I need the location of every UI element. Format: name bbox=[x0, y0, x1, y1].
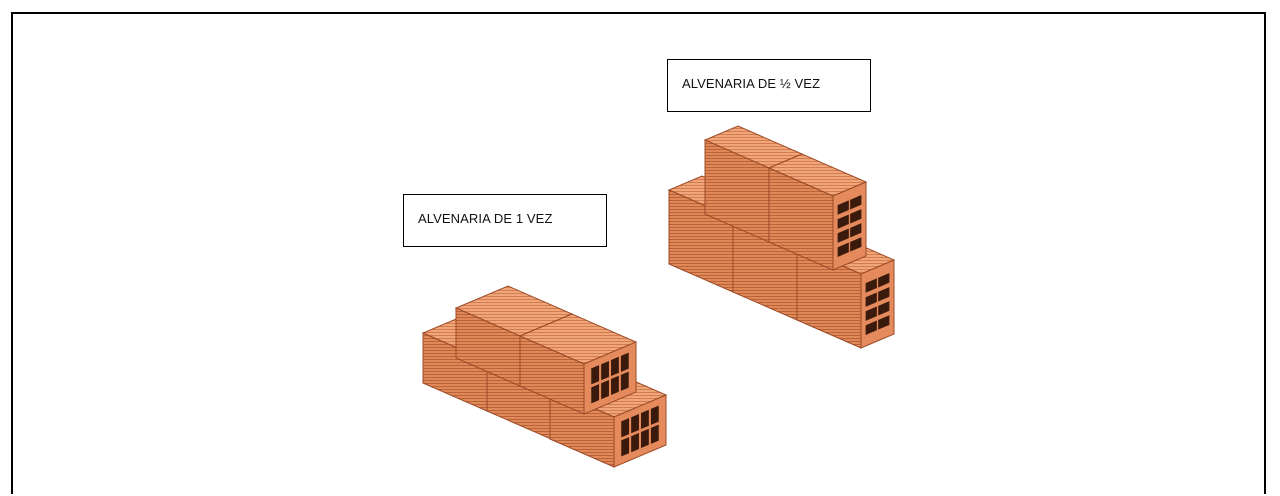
brick-hole bbox=[865, 278, 877, 293]
brick-hole bbox=[620, 352, 629, 372]
brick-hole bbox=[878, 287, 890, 302]
brick-hole bbox=[641, 428, 649, 449]
label-one-brick-wall: ALVENARIA DE 1 VEZ bbox=[403, 194, 607, 247]
brick-hole bbox=[865, 292, 877, 307]
brick-hole bbox=[611, 356, 619, 377]
brick-hole bbox=[850, 223, 862, 238]
brick-hole bbox=[650, 405, 659, 425]
brick-hole bbox=[601, 379, 609, 400]
brick-hole bbox=[611, 375, 619, 396]
brick-hole bbox=[620, 371, 629, 391]
brick-hole bbox=[878, 315, 890, 330]
one-brick-wall-illustration bbox=[421, 285, 668, 468]
brick-hole bbox=[591, 384, 600, 404]
half-brick-wall-illustration bbox=[667, 125, 896, 349]
brick-hole bbox=[837, 242, 849, 257]
brick bbox=[518, 313, 638, 415]
brick-hole bbox=[837, 200, 849, 215]
brick-hole bbox=[865, 306, 877, 321]
brick-hole bbox=[850, 237, 862, 252]
brick-hole bbox=[850, 195, 862, 210]
figure-frame bbox=[11, 12, 1266, 494]
brick-hole bbox=[631, 413, 639, 434]
label-half-brick-wall: ALVENARIA DE ½ VEZ bbox=[667, 59, 871, 112]
brick-hole bbox=[591, 365, 600, 385]
brick-hole bbox=[837, 214, 849, 229]
brick-hole bbox=[878, 273, 890, 288]
brick bbox=[767, 153, 868, 271]
brick-hole bbox=[850, 209, 862, 224]
brick-hole bbox=[641, 409, 649, 430]
brick-hole bbox=[621, 418, 630, 438]
brick-hole bbox=[650, 424, 659, 444]
brick-hole bbox=[601, 360, 609, 381]
brick-hole bbox=[865, 320, 877, 335]
brick-hole bbox=[631, 432, 639, 453]
brick-hole bbox=[621, 437, 630, 457]
brick-hole bbox=[837, 228, 849, 243]
brick-hole bbox=[878, 301, 890, 316]
